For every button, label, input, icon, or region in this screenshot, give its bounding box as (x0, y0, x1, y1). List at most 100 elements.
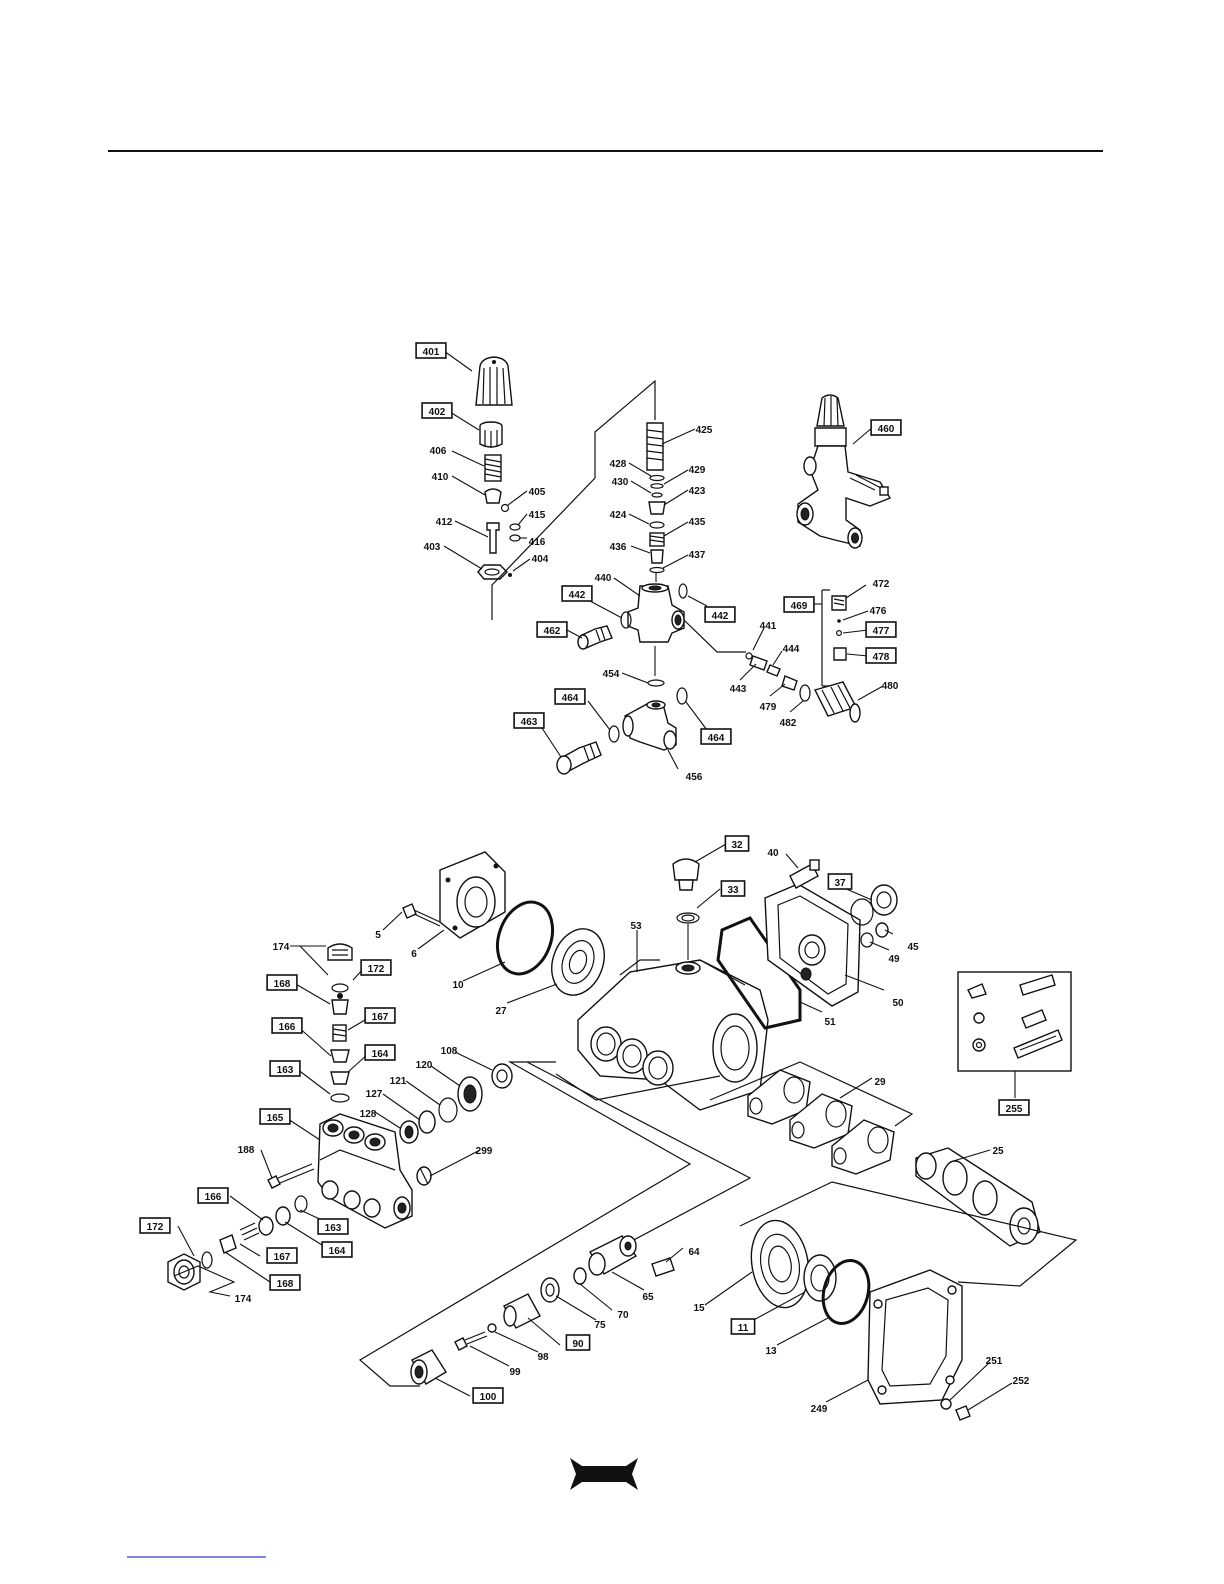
page-number-badge (570, 1458, 638, 1490)
bearing-part (551, 928, 605, 996)
callout-text: 437 (689, 550, 706, 561)
inlet-fitting-part (577, 625, 613, 650)
callout-text: 127 (366, 1089, 383, 1100)
callout-box (870, 419, 902, 436)
callout-text: 40 (767, 848, 779, 859)
callout-416: 416 (529, 537, 546, 548)
callout-168a: 168 (266, 974, 298, 991)
tee-body-part (622, 700, 677, 751)
callout-464b: 464 (700, 728, 732, 745)
callout-128: 128 (360, 1109, 377, 1120)
callout-29: 29 (874, 1077, 886, 1088)
callout-text: 429 (689, 465, 706, 476)
callout-box (720, 880, 746, 897)
callout-text: 100 (480, 1392, 497, 1403)
callout-box (536, 621, 568, 638)
piston-part (486, 522, 500, 554)
callout-49: 49 (888, 954, 900, 965)
callout-164b: 164 (321, 1241, 353, 1258)
callout-167b: 167 (266, 1247, 298, 1264)
rear-cover-part (764, 883, 861, 1007)
valve-body-part (627, 583, 685, 643)
callout-163a: 163 (269, 1060, 301, 1077)
callout-text: 163 (277, 1065, 294, 1076)
o-ring-large (495, 900, 555, 976)
callout-box (827, 873, 853, 890)
callout-text: 108 (441, 1046, 458, 1057)
callout-text: 415 (529, 510, 546, 521)
callout-box (704, 606, 736, 623)
callout-252: 252 (1013, 1376, 1030, 1387)
callout-box (271, 1017, 303, 1034)
callout-429: 429 (689, 465, 706, 476)
callout-37: 37 (827, 873, 853, 890)
callout-text: 404 (532, 554, 549, 565)
callout-165: 165 (259, 1108, 291, 1125)
crankcase-part (577, 959, 769, 1111)
unloader-valve-group (475, 356, 892, 775)
callout-75: 75 (594, 1320, 606, 1331)
callout-box (321, 1241, 353, 1258)
callout-text: 410 (432, 472, 449, 483)
callout-text: 424 (610, 510, 627, 521)
callout-box (415, 342, 447, 359)
callout-text: 443 (730, 684, 747, 695)
callout-65: 65 (642, 1292, 654, 1303)
callout-462: 462 (536, 621, 568, 638)
callout-text: 70 (617, 1310, 629, 1321)
callout-box (472, 1387, 504, 1404)
callout-90: 90 (565, 1334, 591, 1351)
knob-part (475, 356, 513, 406)
callout-479: 479 (760, 702, 777, 713)
callout-text: 15 (693, 1303, 705, 1314)
callout-text: 440 (595, 573, 612, 584)
callout-6: 6 (411, 949, 417, 960)
callout-text: 33 (727, 885, 739, 896)
callout-text: 441 (760, 621, 777, 632)
cap-part (479, 421, 503, 448)
callout-box (998, 1099, 1030, 1116)
callout-box (865, 621, 897, 638)
callout-428: 428 (610, 459, 627, 470)
callout-13: 13 (765, 1346, 777, 1357)
callout-text: 472 (873, 579, 890, 590)
fitting-part (646, 422, 664, 471)
kit-box (957, 971, 1072, 1098)
callout-box (317, 1218, 349, 1235)
callout-text: 460 (878, 424, 895, 435)
callout-166b: 166 (197, 1187, 229, 1204)
callout-5: 5 (375, 930, 381, 941)
callout-text: 99 (509, 1367, 521, 1378)
callout-437: 437 (689, 550, 706, 561)
callout-454: 454 (603, 669, 620, 680)
callout-text: 13 (765, 1346, 777, 1357)
callout-412: 412 (436, 517, 453, 528)
callout-442a: 442 (561, 585, 593, 602)
callout-10: 10 (452, 980, 464, 991)
callout-410: 410 (432, 472, 449, 483)
connecting-rods-part (747, 1069, 895, 1175)
callout-box (269, 1060, 301, 1077)
callout-172b: 172 (139, 1217, 171, 1234)
callout-text: 167 (372, 1012, 389, 1023)
callout-53: 53 (630, 921, 642, 932)
callout-box (266, 974, 298, 991)
callout-text: 464 (562, 693, 579, 704)
spring-part (484, 454, 502, 482)
callout-440: 440 (595, 573, 612, 584)
callout-text: 401 (423, 347, 440, 358)
callout-100: 100 (472, 1387, 504, 1404)
callout-text: 423 (689, 486, 706, 497)
callout-text: 90 (572, 1339, 584, 1350)
callout-text: 5 (375, 930, 381, 941)
crankshaft-part (915, 1147, 1041, 1247)
callout-45: 45 (907, 942, 919, 953)
main-bearing-part (750, 1219, 810, 1309)
callout-text: 121 (390, 1076, 407, 1087)
callout-430: 430 (612, 477, 629, 488)
callout-box (561, 585, 593, 602)
callout-text: 252 (1013, 1376, 1030, 1387)
callout-box (360, 959, 392, 976)
callout-box (259, 1108, 291, 1125)
